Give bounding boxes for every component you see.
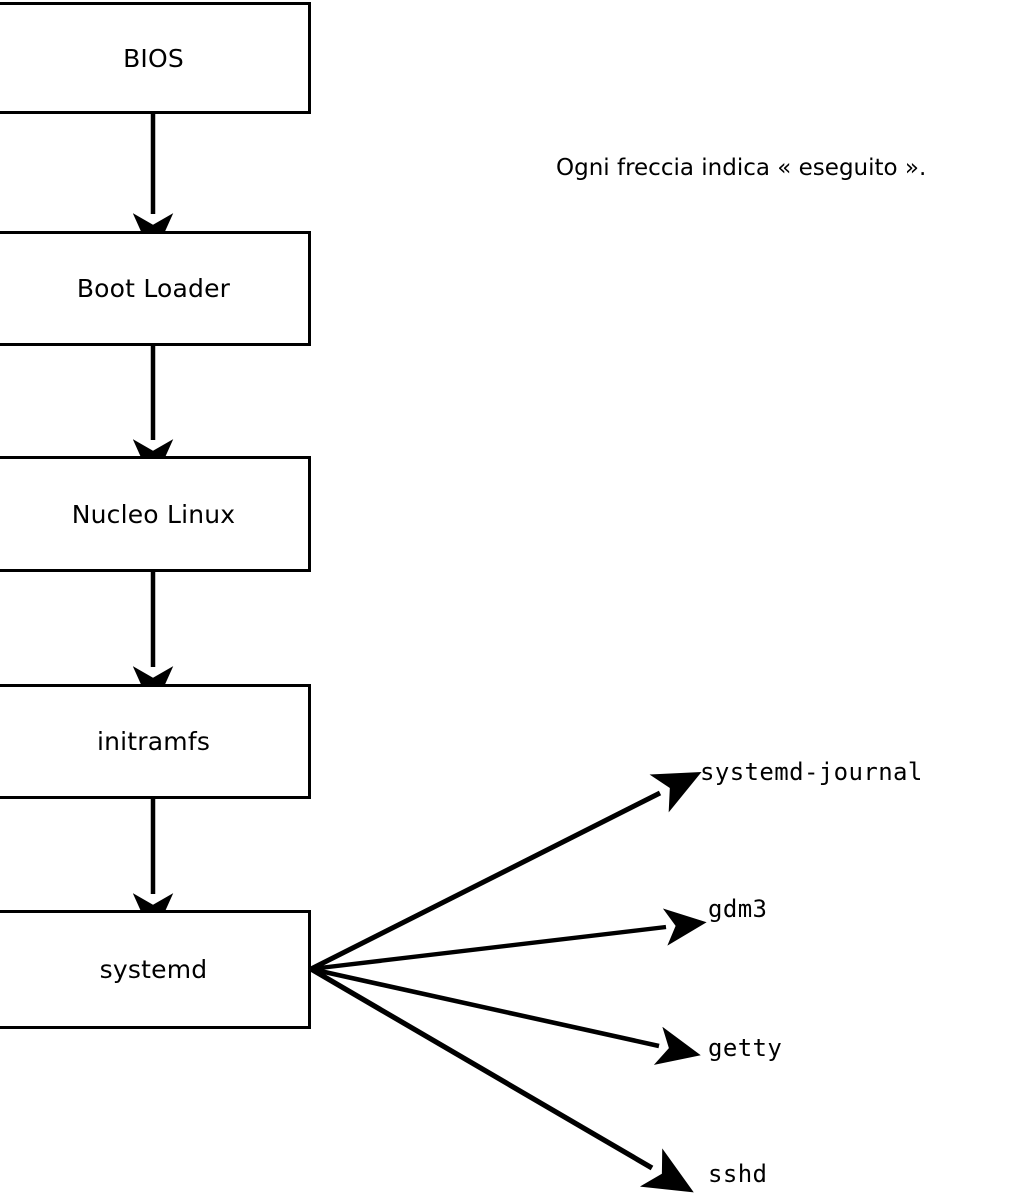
- service-label-sshd: sshd: [708, 1160, 768, 1188]
- service-label-getty: getty: [708, 1034, 783, 1062]
- node-label-systemd: systemd: [99, 955, 208, 984]
- arrow-systemd-to-gdm3: [310, 908, 707, 972]
- node-label-bootloader: Boot Loader: [76, 274, 231, 303]
- node-box-bios: BIOS: [0, 2, 311, 114]
- node-label-initramfs: initramfs: [96, 727, 211, 756]
- node-label-bios: BIOS: [123, 43, 184, 73]
- service-label-systemd-journal: systemd-journal: [700, 758, 923, 786]
- node-box-nucleo-linux: Nucleo Linux: [0, 456, 311, 572]
- node-box-bootloader: Boot Loader: [0, 231, 311, 346]
- legend-note: Ogni freccia indica « eseguito ».: [556, 155, 927, 181]
- arrow-systemd-to-systemd-journal: [309, 772, 702, 972]
- arrow-systemd-to-sshd: [309, 966, 694, 1193]
- arrow-systemd-to-getty: [310, 966, 701, 1065]
- node-box-systemd: systemd: [0, 910, 311, 1029]
- node-box-initramfs: initramfs: [0, 684, 311, 799]
- node-label-nucleo-linux: Nucleo Linux: [71, 499, 236, 529]
- service-label-gdm3: gdm3: [708, 895, 768, 923]
